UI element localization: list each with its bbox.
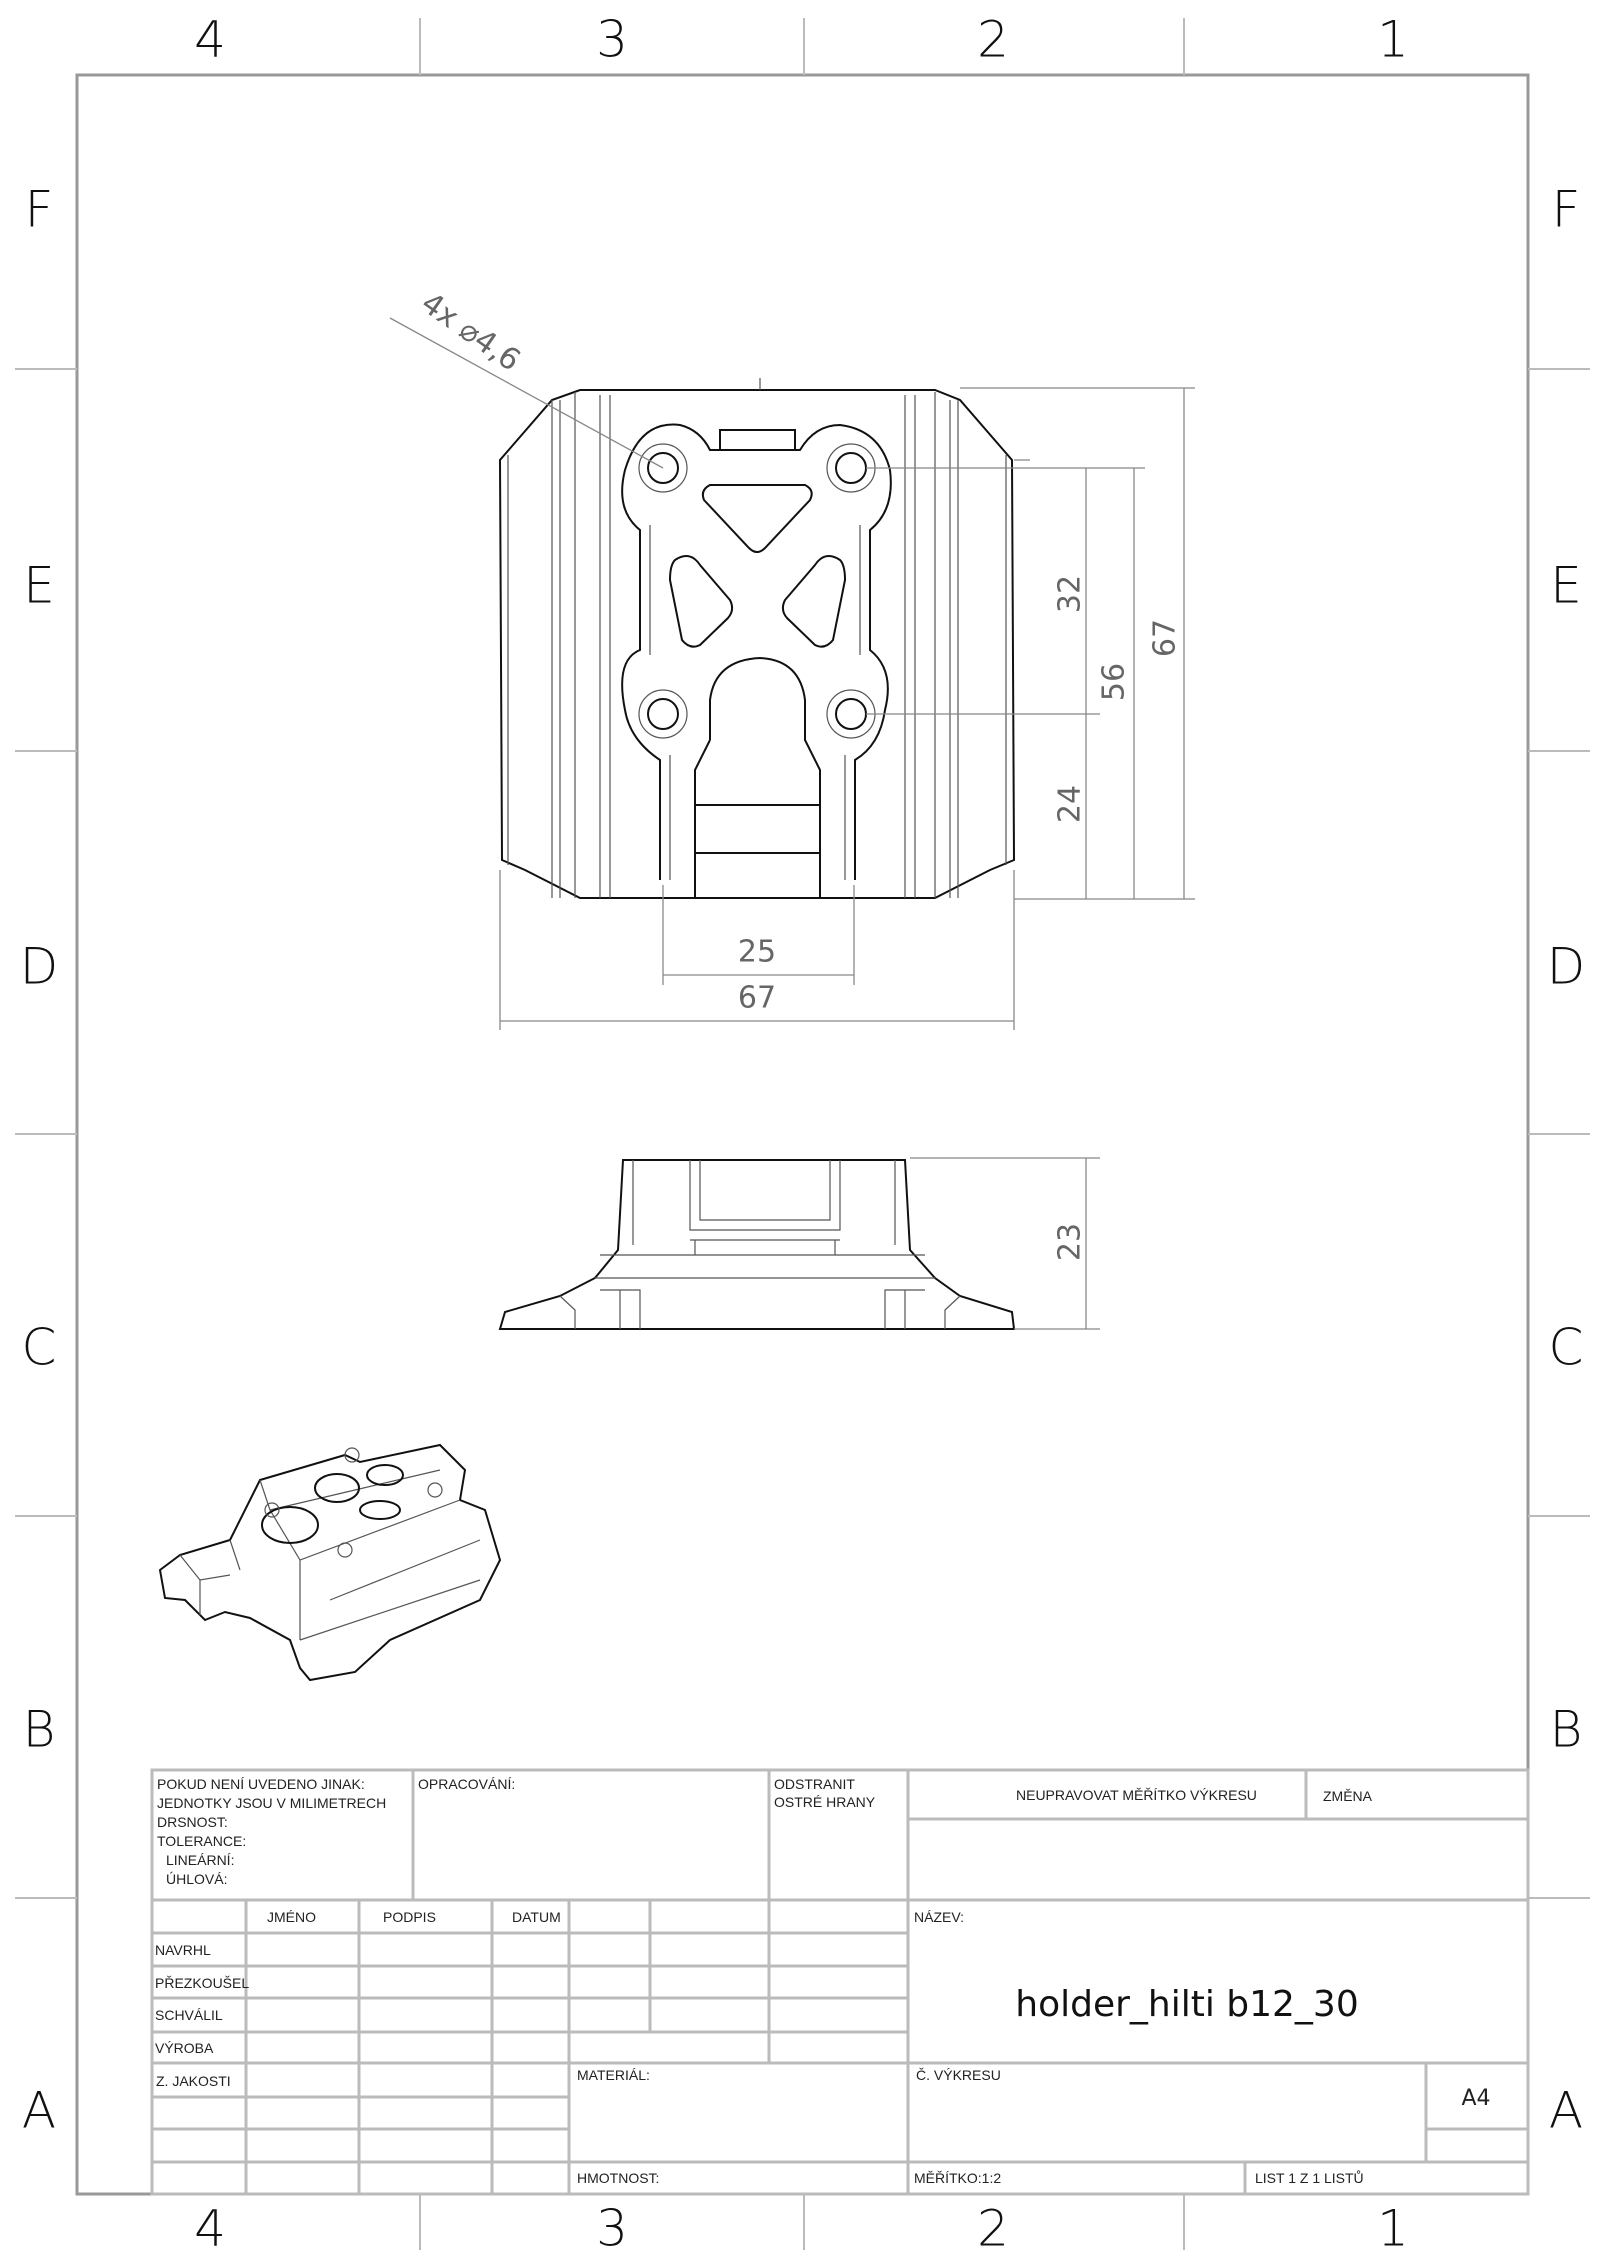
drawing-title: holder_hilti b12_30 [1015, 1984, 1359, 2025]
paper-format: A4 [1461, 2086, 1490, 2111]
note: JEDNOTKY JSOU V MILIMETRECH [157, 1795, 386, 1811]
dim-56: 56 [1097, 663, 1132, 701]
column-label: 1 [1377, 2200, 1409, 2258]
dim-24: 24 [1053, 785, 1088, 823]
opracovani-label: OPRACOVÁNÍ: [418, 1776, 515, 1792]
odstranit-label-1: ODSTRANIT [774, 1776, 855, 1792]
row-label: A [1549, 2082, 1583, 2140]
odstranit-label-2: OSTRÉ HRANY [774, 1794, 876, 1810]
role-z-jakosti: Z. JAKOSTI [156, 2073, 231, 2089]
row-label: E [1550, 557, 1582, 615]
role-vyroba: VÝROBA [155, 2040, 214, 2056]
row-label: C [1549, 1319, 1584, 1377]
dim-32: 32 [1053, 575, 1088, 613]
row-label: D [20, 938, 59, 996]
note: LINEÁRNÍ: [166, 1852, 234, 1868]
nazev-label: NÁZEV: [914, 1909, 964, 1925]
note: TOLERANCE: [157, 1833, 246, 1849]
row-label: E [23, 557, 55, 615]
row-labels-right: F E D C B A [1547, 181, 1586, 2140]
hole-callout: 4x ⌀4,6 [415, 286, 527, 379]
column-label: 3 [596, 11, 628, 69]
column-label: 2 [977, 11, 1009, 69]
material-label: MATERIÁL: [577, 2067, 650, 2083]
column-label: 4 [194, 2200, 226, 2258]
zone-ticks [15, 18, 1590, 2250]
sheet-border [75, 73, 1530, 2196]
top-view-dimensions: 4x ⌀4,6 32 56 67 24 25 67 [389, 286, 1195, 1030]
hmotnost-label: HMOTNOST: [577, 2170, 659, 2186]
row-label: A [22, 2082, 56, 2140]
header-podpis: PODPIS [383, 1909, 436, 1925]
dim-23: 23 [1053, 1223, 1088, 1261]
column-label: 3 [596, 2200, 628, 2258]
row-label: B [23, 1701, 56, 1759]
row-label: F [1552, 181, 1581, 239]
row-label: D [1547, 938, 1586, 996]
note: DRSNOST: [157, 1814, 228, 1830]
title-block-grid [150, 1768, 1530, 2196]
dim-67-horizontal: 67 [738, 981, 776, 1016]
dim-25: 25 [738, 935, 776, 970]
row-label: F [25, 181, 54, 239]
note: POKUD NENÍ UVEDENO JINAK: [157, 1776, 365, 1792]
header-jmeno: JMÉNO [267, 1909, 316, 1925]
sheet-count-label: LIST 1 Z 1 LISTŮ [1255, 2169, 1364, 2186]
isometric-view [158, 1443, 502, 1682]
note: ÚHLOVÁ: [166, 1871, 227, 1887]
row-labels-left: F E D C B A [20, 181, 59, 2140]
column-label: 2 [977, 2200, 1009, 2258]
dim-67-vertical: 67 [1148, 619, 1183, 657]
role-prezkousel: PŘEZKOUŠEL [155, 1975, 249, 1991]
zmena-label: ZMĚNA [1323, 1788, 1373, 1804]
role-schvalil: SCHVÁLIL [155, 2007, 223, 2023]
row-label: C [22, 1319, 57, 1377]
side-view-dimensions: 23 [910, 1157, 1100, 1330]
role-navrhl: NAVRHL [155, 1942, 211, 1958]
side-view [498, 1159, 1016, 1330]
neupravovat-label: NEUPRAVOVAT MĚŘÍTKO VÝKRESU [1016, 1787, 1257, 1803]
row-label: B [1550, 1701, 1583, 1759]
scale-label: MĚŘÍTKO:1:2 [914, 2170, 1001, 2186]
column-label: 4 [194, 11, 226, 69]
top-view [498, 378, 1016, 899]
title-block-notes: POKUD NENÍ UVEDENO JINAK: JEDNOTKY JSOU … [157, 1776, 386, 1887]
column-label: 1 [1377, 11, 1409, 69]
header-datum: DATUM [512, 1909, 561, 1925]
drawing-number-label: Č. VÝKRESU [916, 2067, 1001, 2083]
